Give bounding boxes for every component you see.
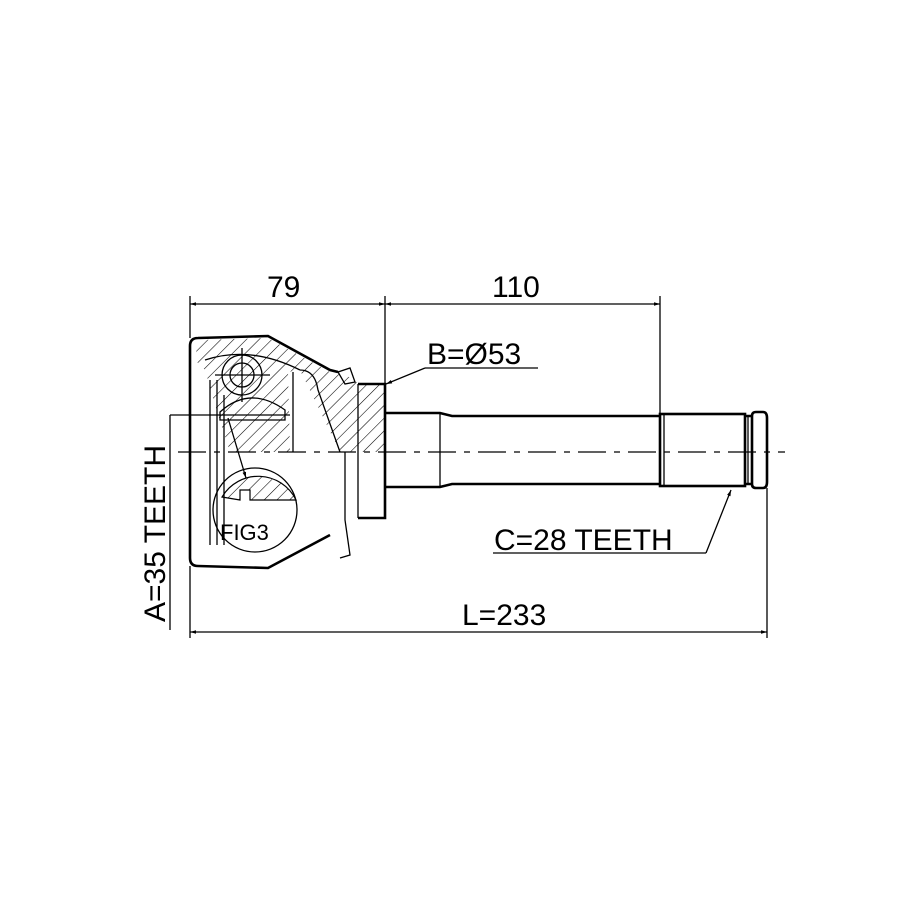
dimensions: 79 110 L=233 B=Ø53 A=35 TEETH C=28 TEETH [139,271,768,638]
outer-diameter-label: B=Ø53 [427,338,521,371]
dim-total-length: L=233 [462,599,546,632]
shaft [385,410,769,490]
joint-housing [188,334,387,570]
dim-79: 79 [267,271,300,304]
spline [658,412,747,488]
fig3-detail: FIG3 [212,417,298,553]
outer-teeth-label: A=35 TEETH [139,445,172,622]
shaft-teeth-label: C=28 TEETH [494,524,673,557]
dim-110: 110 [492,271,540,304]
fig3-label: FIG3 [220,520,269,545]
